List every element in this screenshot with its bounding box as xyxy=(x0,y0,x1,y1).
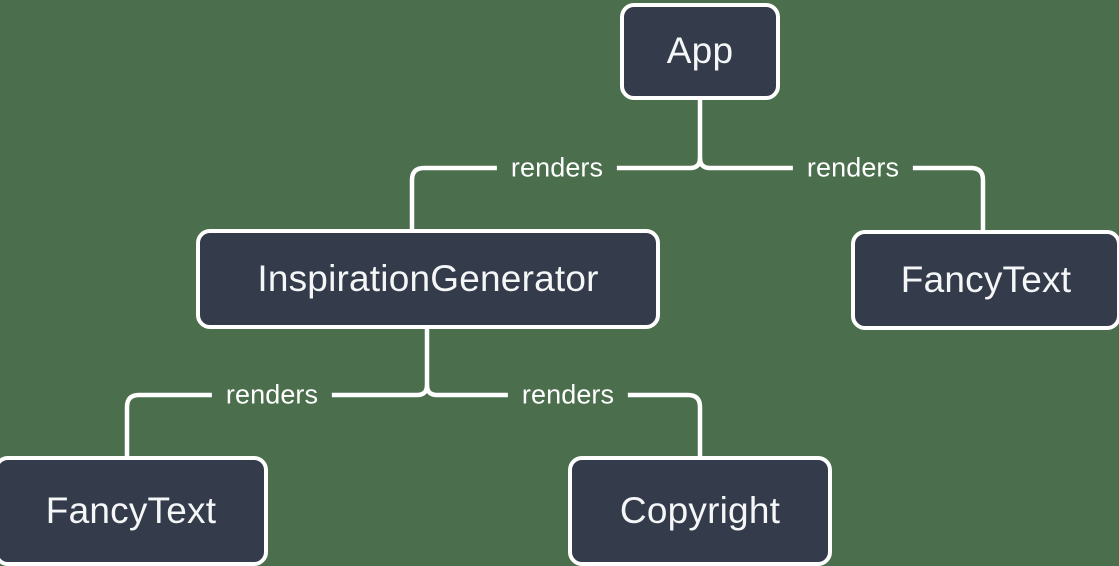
node-fancytext-right-label: FancyText xyxy=(900,258,1072,300)
node-fancytext-bottom[interactable]: FancyText xyxy=(0,456,268,566)
node-copyright[interactable]: Copyright xyxy=(568,456,832,566)
node-copyright-label: Copyright xyxy=(619,489,781,531)
node-fancytext-right[interactable]: FancyText xyxy=(851,230,1119,330)
edge-label-inspirationgenerator-to-fancytext-bottom: renders xyxy=(211,379,333,411)
edge-label-inspirationgenerator-to-copyright: renders xyxy=(507,379,629,411)
edge-label-app-to-inspirationgenerator: renders xyxy=(496,152,618,184)
node-inspirationgenerator[interactable]: InspirationGenerator xyxy=(196,229,660,329)
node-fancytext-bottom-label: FancyText xyxy=(45,489,217,531)
node-app-label: App xyxy=(666,30,734,71)
edge-label-app-to-fancytext-right: renders xyxy=(792,152,914,184)
node-inspirationgenerator-label: InspirationGenerator xyxy=(257,257,599,299)
node-app[interactable]: App xyxy=(620,3,780,100)
